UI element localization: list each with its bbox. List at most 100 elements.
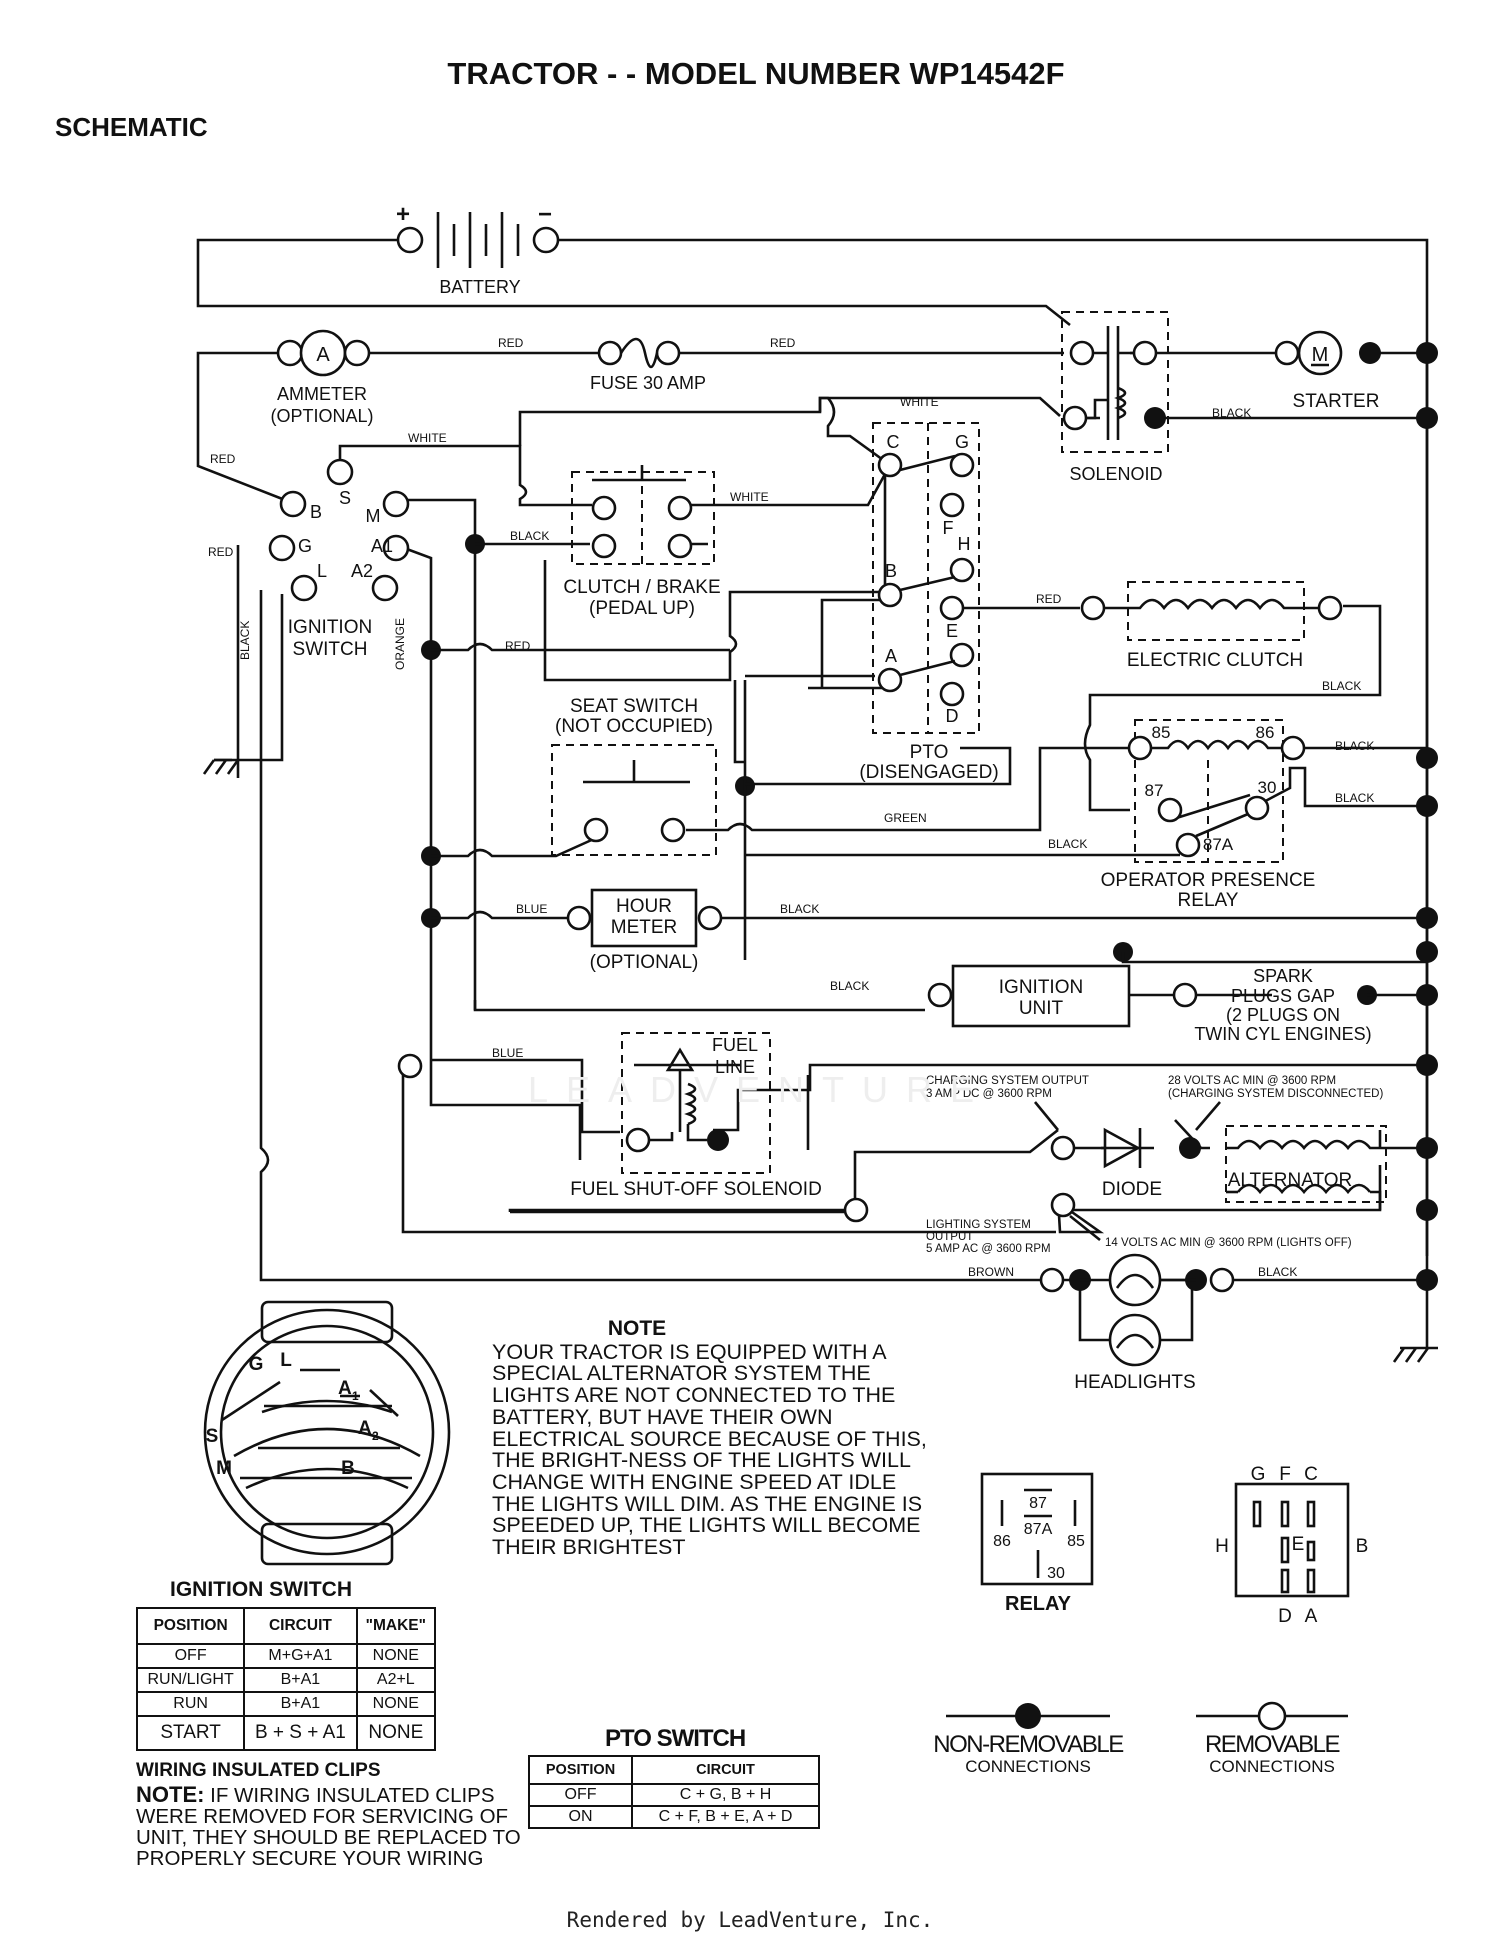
clips-text: NOTE: IF WIRING INSULATED CLIPS WERE REM…: [136, 1784, 556, 1870]
svg-text:UNIT: UNIT: [1019, 998, 1064, 1019]
svg-text:WHITE: WHITE: [730, 490, 769, 504]
svg-text:IGNITION: IGNITION: [288, 617, 372, 638]
ignition-unit: IGNITION UNIT SPARK PLUGS GAP (2 PLUGS O…: [927, 964, 1372, 1044]
svg-text:WHITE: WHITE: [900, 395, 939, 409]
headlights: HEADLIGHTS: [1039, 1253, 1235, 1393]
table-header: CIRCUIT: [243, 1607, 358, 1645]
table-cell: M+G+A1: [243, 1643, 358, 1669]
ignition-table-title: IGNITION SWITCH: [170, 1578, 352, 1601]
svg-text:E: E: [1292, 1534, 1305, 1555]
battery-minus: −: [538, 201, 552, 228]
svg-text:STARTER: STARTER: [1293, 391, 1380, 412]
svg-text:PTO: PTO: [910, 742, 949, 763]
svg-text:G: G: [249, 1354, 264, 1375]
svg-text:B: B: [1356, 1536, 1369, 1557]
note-text: YOUR TRACTOR IS EQUIPPED WITH A SPECIAL …: [492, 1339, 927, 1560]
note-title: NOTE: [607, 1317, 667, 1340]
alternator-note: NOTE YOUR TRACTOR IS EQUIPPED WITH A SPE…: [492, 1318, 932, 1559]
table-cell: A2+L: [355, 1667, 437, 1693]
table-cell: RUN: [135, 1691, 246, 1717]
table-cell: NONE: [355, 1643, 437, 1669]
battery-label: BATTERY: [439, 277, 520, 297]
svg-text:H: H: [1215, 1536, 1229, 1557]
svg-text:BLACK: BLACK: [1335, 791, 1374, 805]
svg-text:SEAT SWITCH: SEAT SWITCH: [570, 696, 698, 717]
svg-text:ALTERNATOR: ALTERNATOR: [1228, 1170, 1353, 1191]
svg-text:H: H: [958, 534, 971, 554]
clips-note-text: IF WIRING INSULATED CLIPS WERE REMOVED F…: [136, 1784, 521, 1870]
svg-text:IGNITION: IGNITION: [999, 977, 1083, 998]
svg-text:C: C: [1304, 1464, 1318, 1485]
pto-diagram: G F C H E B D A: [1215, 1464, 1368, 1627]
wires: [196, 238, 1438, 1363]
charging-system: CHARGING SYSTEM OUTPUT 3 AMP DC @ 3600 R…: [926, 1075, 1387, 1255]
pto-switch-table: POSITION CIRCUIT OFF C + G, B + H ON C +…: [527, 1755, 820, 1829]
table-header-row: POSITION CIRCUIT: [527, 1755, 820, 1785]
svg-text:CLUTCH / BRAKE: CLUTCH / BRAKE: [563, 577, 720, 598]
svg-text:FUEL: FUEL: [712, 1035, 758, 1055]
svg-text:B: B: [310, 502, 322, 522]
footer-credit: Rendered by LeadVenture, Inc.: [566, 1908, 934, 1932]
svg-text:A: A: [338, 1378, 352, 1399]
svg-text:RELAY: RELAY: [1178, 890, 1239, 911]
svg-text:14 VOLTS AC MIN @ 3600 RPM (L: 14 VOLTS AC MIN @ 3600 RPM (LIGHTS OFF): [1105, 1237, 1352, 1249]
svg-text:PLUGS GAP: PLUGS GAP: [1231, 986, 1335, 1006]
table-header: POSITION: [527, 1755, 634, 1785]
section-title: SCHEMATIC: [55, 112, 208, 142]
fuel-shutoff-solenoid: FUEL LINE FUEL SHUT-OFF SOLENOID: [570, 1032, 822, 1200]
svg-text:BLUE: BLUE: [492, 1046, 523, 1060]
svg-text:A: A: [885, 646, 897, 666]
svg-text:BLACK: BLACK: [238, 621, 252, 660]
clips-title: WIRING INSULATED CLIPS: [136, 1760, 381, 1781]
solenoid: SOLENOID: [1061, 311, 1169, 484]
svg-text:86: 86: [1256, 723, 1275, 742]
svg-text:B: B: [885, 561, 897, 581]
wire-labels: RED RED WHITE BLACK WHITE RED WHITE BLAC…: [208, 336, 1374, 1279]
hour-meter: HOUR METER (OPTIONAL): [566, 888, 723, 973]
svg-text:3 AMP DC @ 3600 RPM: 3 AMP DC @ 3600 RPM: [926, 1088, 1052, 1100]
svg-text:30: 30: [1047, 1565, 1065, 1582]
svg-text:BLACK: BLACK: [1258, 1265, 1297, 1279]
svg-text:METER: METER: [611, 917, 678, 938]
svg-text:86: 86: [993, 1533, 1011, 1550]
svg-text:S: S: [206, 1426, 219, 1447]
starter: M STARTER: [1274, 330, 1438, 429]
svg-text:A: A: [1305, 1606, 1318, 1627]
svg-text:BLACK: BLACK: [1335, 739, 1374, 753]
svg-text:BROWN: BROWN: [968, 1265, 1014, 1279]
svg-text:D: D: [1278, 1606, 1292, 1627]
svg-text:BLACK: BLACK: [780, 902, 819, 916]
table-cell: B+A1: [243, 1667, 358, 1693]
pto-switch: C G F H B E A D PTO (DISENGAGED): [859, 422, 999, 783]
svg-text:M: M: [216, 1458, 232, 1479]
svg-text:ORANGE: ORANGE: [393, 618, 407, 670]
svg-text:A: A: [316, 344, 330, 366]
table-cell: OFF: [527, 1783, 634, 1807]
svg-text:G: G: [1251, 1464, 1266, 1485]
svg-text:RELAY: RELAY: [1005, 1593, 1072, 1615]
svg-text:B: B: [341, 1458, 355, 1479]
svg-text:87: 87: [1145, 781, 1164, 800]
svg-text:5 AMP AC @ 3600 RPM: 5 AMP AC @ 3600 RPM: [926, 1243, 1051, 1255]
svg-text:OUTPUT: OUTPUT: [926, 1231, 973, 1243]
table-row: RUN B+A1 NONE: [135, 1691, 437, 1717]
table-header-row: POSITION CIRCUIT "MAKE": [135, 1607, 437, 1645]
ignition-switch: S B M G A1 L A2 IGNITION SWITCH: [268, 458, 410, 660]
svg-text:HOUR: HOUR: [616, 896, 672, 917]
svg-text:F: F: [1279, 1464, 1291, 1485]
svg-text:SPARK: SPARK: [1253, 966, 1313, 986]
svg-text:DIODE: DIODE: [1102, 1179, 1162, 1200]
table-cell: NONE: [355, 1691, 437, 1717]
svg-text:NON-REMOVABLE: NON-REMOVABLE: [933, 1731, 1123, 1758]
svg-text:RED: RED: [1036, 592, 1062, 606]
svg-text:BLACK: BLACK: [830, 979, 869, 993]
svg-text:85: 85: [1067, 1533, 1085, 1550]
table-row: OFF M+G+A1 NONE: [135, 1643, 437, 1669]
svg-text:TWIN CYL ENGINES): TWIN CYL ENGINES): [1194, 1024, 1371, 1044]
svg-text:(2 PLUGS ON: (2 PLUGS ON: [1226, 1005, 1340, 1025]
svg-text:87A: 87A: [1024, 1521, 1053, 1538]
svg-text:1: 1: [352, 1389, 359, 1403]
svg-text:CONNECTIONS: CONNECTIONS: [1209, 1757, 1335, 1776]
table-cell: ON: [527, 1805, 634, 1829]
